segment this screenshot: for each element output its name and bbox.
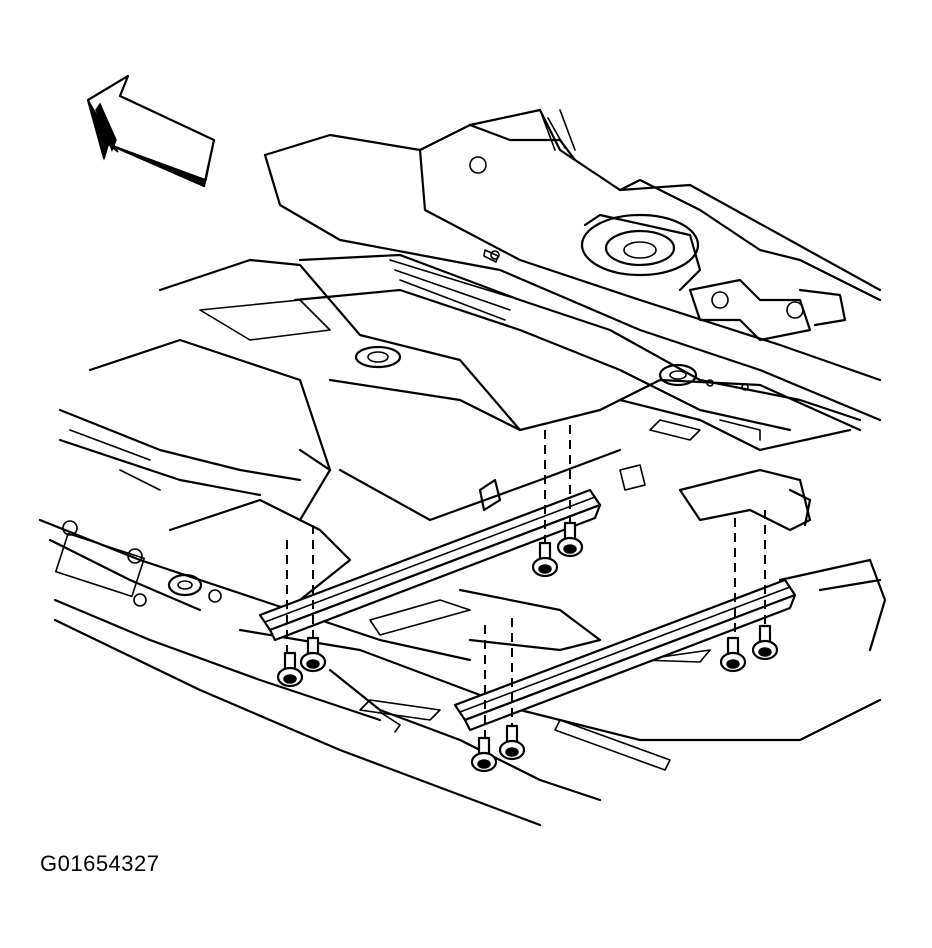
bolt-icon [276,521,779,773]
floor-pan-rear [263,108,882,432]
left-brace-bar [258,488,602,642]
right-brace-bar [453,578,797,732]
front-direction-arrow-icon [86,74,216,188]
right-mount-bracket [619,464,812,532]
fastener-centerlines [286,425,766,748]
floor-tunnel [88,258,862,522]
figure-id-label: G01654327 [40,851,160,876]
left-rocker-panel [38,408,542,827]
